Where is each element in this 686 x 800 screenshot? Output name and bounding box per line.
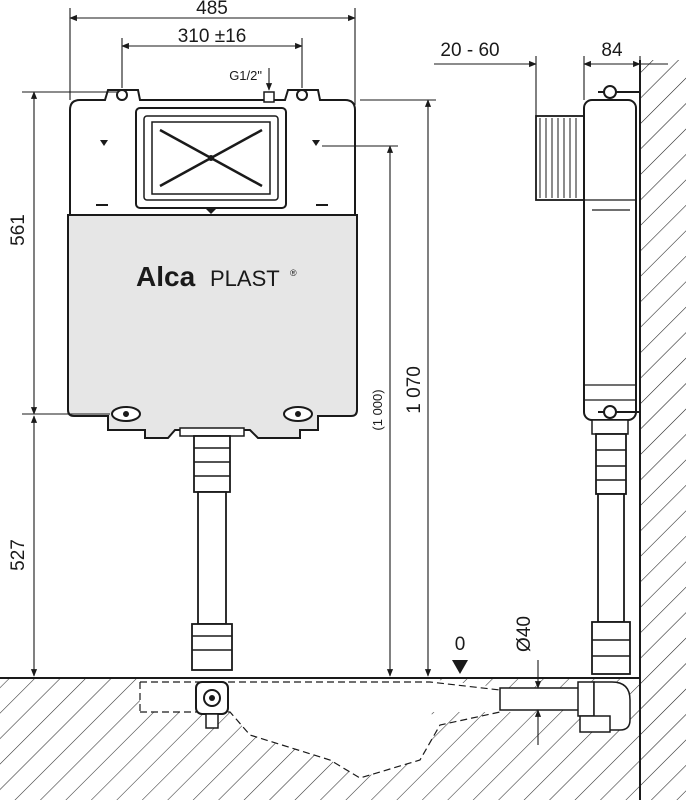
dim-pipe-diameter: Ø40 <box>514 616 535 652</box>
dim-wall-gap: 20 - 60 <box>440 40 499 61</box>
dim-total-width: 485 <box>196 0 228 19</box>
dim-upper-height: 561 <box>8 214 29 246</box>
brand-name-bold: Alca <box>136 261 196 292</box>
dim-zero-mark: 0 <box>455 634 466 655</box>
dimension-labels: 485 310 ±16 G1/2" 561 527 (1 000) 1 070 … <box>8 0 623 655</box>
brand-registered: ® <box>290 268 297 278</box>
wall <box>639 60 686 800</box>
dim-ref-height: (1 000) <box>370 389 385 430</box>
brand-name-plain: PLAST <box>210 266 280 291</box>
outlet-pipe-front <box>179 427 245 729</box>
dim-lower-height: 527 <box>8 539 29 571</box>
dim-total-height: 1 070 <box>404 366 425 414</box>
dim-mount-spacing: 310 ±16 <box>178 26 247 47</box>
dim-depth: 84 <box>601 40 623 61</box>
brand-logo: Alca PLAST ® <box>136 261 297 292</box>
dimension-lines <box>22 8 668 745</box>
cistern-side-view <box>535 85 640 675</box>
dim-water-inlet: G1/2" <box>229 68 262 83</box>
cistern-front-view <box>67 89 358 439</box>
